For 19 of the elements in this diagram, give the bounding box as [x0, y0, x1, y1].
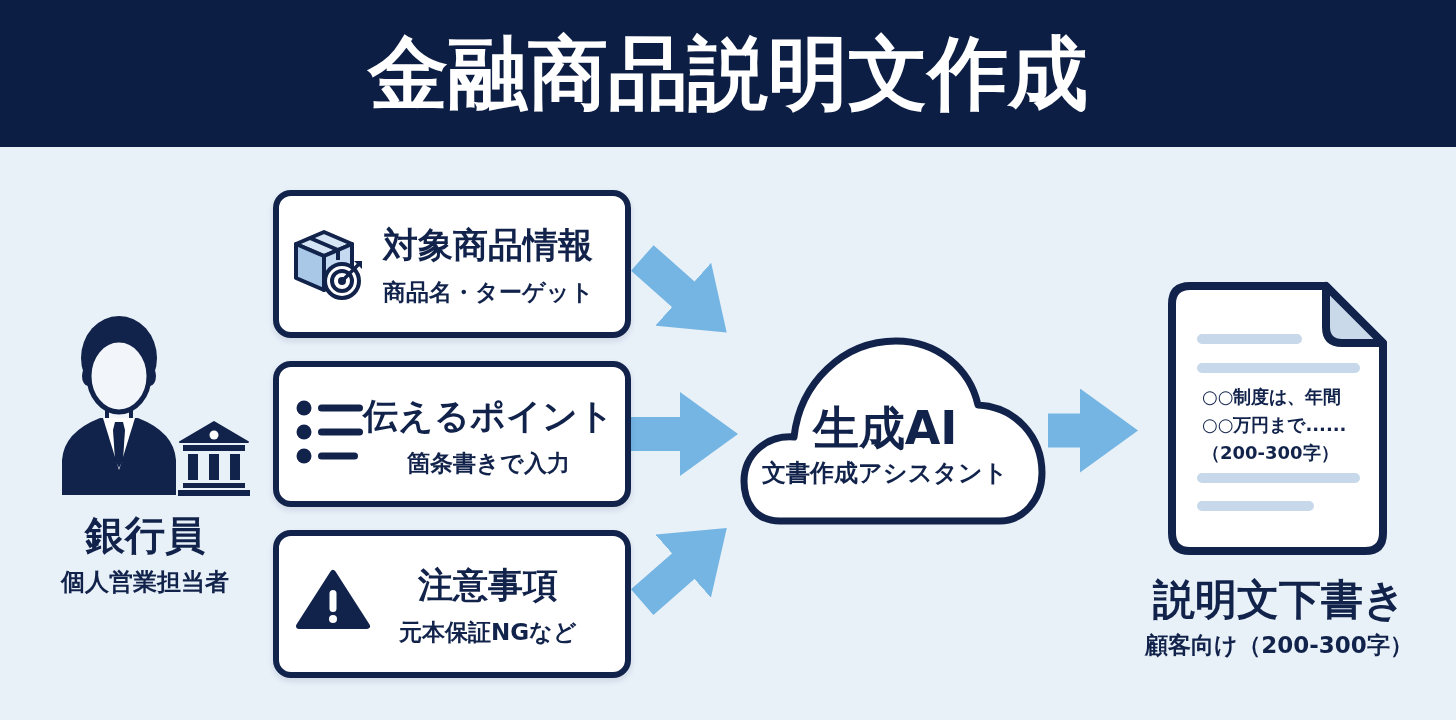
- arrow: [1048, 388, 1138, 473]
- cloud-title: 生成AI: [812, 401, 958, 455]
- person-sublabel: 個人営業担当者: [61, 567, 229, 597]
- document-text: ○○制度は、年間○○万円まで......（200-300字）: [1202, 385, 1348, 465]
- card-subtitle: 商品名・ターゲット: [382, 278, 594, 307]
- card-title: 伝えるポイント: [362, 395, 614, 438]
- input-card: [273, 361, 631, 507]
- card-subtitle: 箇条書きで入力: [406, 449, 570, 478]
- document-title: 説明文下書き: [1152, 575, 1406, 625]
- person-label: 銀行員: [85, 511, 205, 559]
- card-title: 注意事項: [418, 564, 558, 607]
- card-subtitle: 元本保証NGなど: [398, 618, 578, 647]
- card-title: 対象商品情報: [383, 224, 593, 267]
- document-subtitle: 顧客向け（200-300字）: [1145, 631, 1413, 660]
- cloud-subtitle: 文書作成アシスタント: [762, 458, 1008, 488]
- input-card: [273, 190, 631, 338]
- arrow: [631, 392, 738, 476]
- page-title: 金融商品説明文作成: [368, 29, 1088, 118]
- input-card: [273, 530, 631, 678]
